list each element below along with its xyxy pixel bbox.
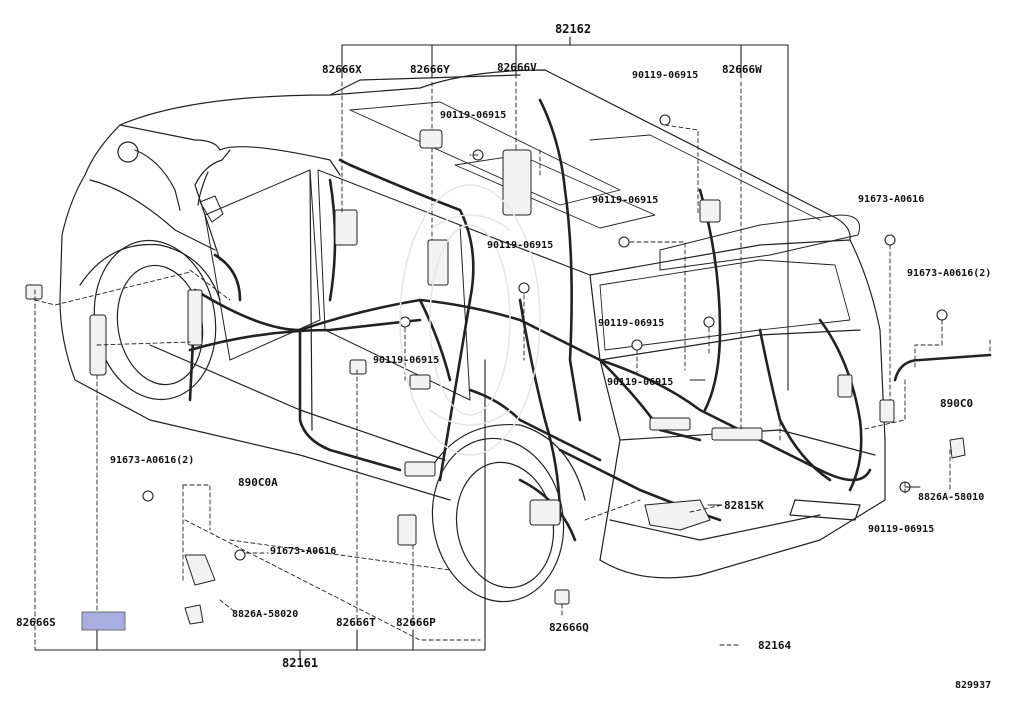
leader-lines bbox=[34, 81, 991, 651]
label-bolt-b: 90119-06915 bbox=[440, 110, 507, 121]
figure-number: 829937 bbox=[955, 680, 992, 691]
fasteners bbox=[142, 114, 948, 561]
label-clip-mid: 91673-A0616 bbox=[270, 546, 337, 557]
label-82162: 82162 bbox=[555, 22, 592, 36]
label-890C0: 890C0 bbox=[940, 397, 974, 410]
label-bracket-right: 8826A-58010 bbox=[918, 492, 985, 503]
solid-leaders bbox=[689, 379, 921, 506]
label-82666S: 82666S bbox=[16, 616, 56, 629]
label-clip-left2: 91673-A0616(2) bbox=[110, 455, 195, 466]
label-bolt-a: 90119-06915 bbox=[632, 70, 699, 81]
wire-harness bbox=[188, 98, 992, 542]
connector-clusters bbox=[25, 129, 966, 625]
label-clip-right2: 91673-A0616(2) bbox=[907, 268, 992, 279]
watermark-emblem bbox=[399, 184, 541, 456]
label-bolt-d: 90119-06915 bbox=[487, 240, 554, 251]
label-clip-top: 91673-A0616 bbox=[858, 194, 925, 205]
label-82666Q: 82666Q bbox=[549, 621, 589, 634]
highlight-swatch bbox=[81, 611, 126, 631]
label-890C0A: 890C0A bbox=[238, 476, 278, 489]
label-bolt-h: 90119-06915 bbox=[868, 524, 935, 535]
label-bolt-g: 90119-06915 bbox=[607, 377, 674, 388]
label-bolt-e: 90119-06915 bbox=[598, 318, 665, 329]
label-82666P: 82666P bbox=[396, 616, 436, 629]
vehicle-body-outline bbox=[59, 69, 886, 603]
label-82666T: 82666T bbox=[336, 616, 376, 629]
label-82666Y: 82666Y bbox=[410, 63, 450, 76]
label-82161: 82161 bbox=[282, 656, 319, 670]
label-bolt-f: 90119-06915 bbox=[373, 355, 440, 366]
label-bolt-c: 90119-06915 bbox=[592, 195, 659, 206]
label-bracket-left: 8826A-58020 bbox=[232, 609, 299, 620]
label-82815K: 82815K bbox=[724, 499, 764, 512]
label-82164: 82164 bbox=[758, 639, 792, 652]
label-82666X: 82666X bbox=[322, 63, 362, 76]
label-82666W: 82666W bbox=[722, 63, 762, 76]
label-82666V: 82666V bbox=[497, 61, 537, 74]
